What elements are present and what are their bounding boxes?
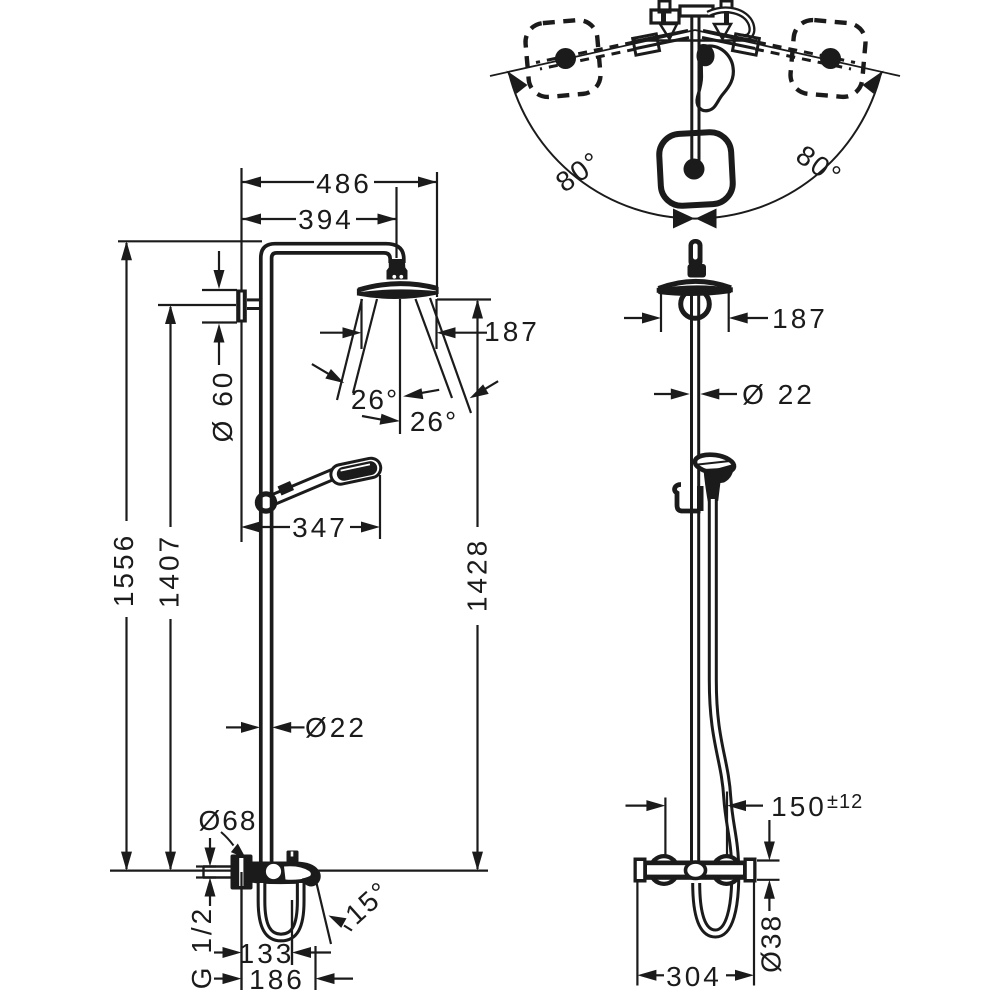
svg-text:304: 304 (666, 961, 722, 992)
svg-text:186: 186 (249, 964, 305, 995)
svg-text:±12: ±12 (827, 791, 863, 813)
svg-text:26°: 26° (351, 384, 399, 415)
svg-text:15°: 15° (339, 875, 396, 930)
svg-text:80°: 80° (550, 145, 607, 198)
svg-text:Ø 22: Ø 22 (742, 379, 815, 410)
svg-text:486: 486 (316, 168, 372, 199)
svg-text:187: 187 (772, 303, 828, 334)
svg-text:26°: 26° (410, 406, 458, 437)
svg-text:Ø 60: Ø 60 (207, 370, 238, 443)
svg-text:133: 133 (239, 938, 295, 969)
svg-text:187: 187 (484, 316, 540, 347)
svg-text:1428: 1428 (462, 538, 493, 612)
svg-text:347: 347 (292, 512, 348, 543)
svg-text:394: 394 (298, 204, 354, 235)
svg-text:Ø22: Ø22 (305, 712, 367, 743)
svg-text:80°: 80° (791, 139, 848, 192)
svg-text:1407: 1407 (154, 534, 185, 608)
svg-text:150: 150 (771, 791, 827, 822)
svg-text:Ø38: Ø38 (756, 914, 787, 973)
svg-text:G 1/2: G 1/2 (186, 906, 217, 989)
svg-text:Ø68: Ø68 (199, 805, 258, 836)
svg-text:1556: 1556 (108, 533, 139, 607)
